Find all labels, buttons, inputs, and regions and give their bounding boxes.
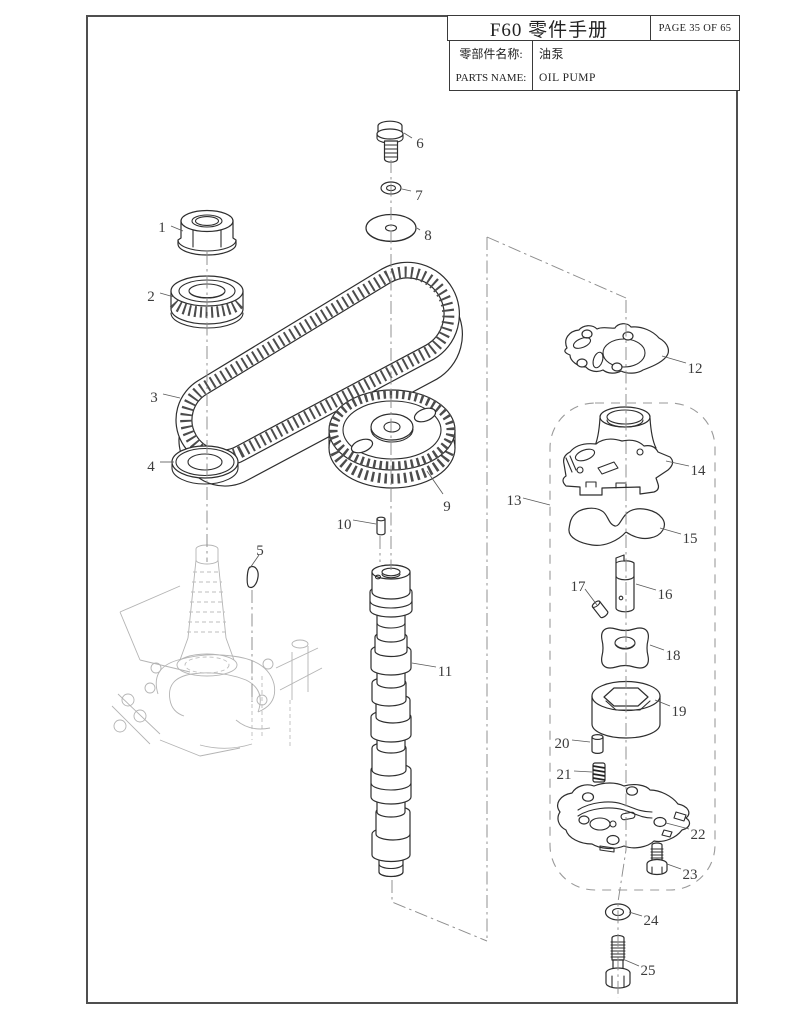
part-label-10: 10 (337, 517, 352, 533)
part-1-flange-nut (177, 209, 237, 256)
part-leader-10 (352, 519, 377, 525)
part-leader-6 (403, 132, 413, 139)
part-leader-8 (416, 227, 421, 231)
header-part-name-cn-row: 零部件名称: 油泵 (449, 41, 740, 67)
part-name-label-cn: 零部件名称: (450, 41, 533, 66)
part-label-9: 9 (443, 499, 451, 515)
part-leader-15 (659, 527, 682, 535)
part-label-14: 14 (691, 463, 707, 479)
header-part-name-en-row: PARTS NAME: OIL PUMP (449, 66, 740, 91)
part-12-pump-gasket (564, 323, 669, 374)
part-leader-22 (665, 822, 690, 830)
part-leader-9 (426, 470, 444, 495)
part-9-camshaft-pulley (328, 389, 456, 489)
part-label-6: 6 (416, 136, 424, 152)
part-25-mount-bolt (605, 934, 631, 989)
part-leader-7 (401, 188, 412, 192)
engine-block-sketch (111, 544, 323, 757)
part-23-cover-bolt (646, 842, 668, 876)
part-11-camshaft (369, 564, 413, 878)
part-2-drive-pulley (169, 275, 245, 329)
part-leader-25 (624, 959, 640, 967)
part-name-label-en: PARTS NAME: (450, 66, 533, 90)
part-5-woodruff-key (246, 565, 259, 589)
part-leader-21 (573, 770, 593, 773)
part-leader-12 (661, 355, 687, 364)
part-leader-2 (159, 292, 175, 298)
part-label-7: 7 (415, 188, 423, 204)
part-labels-layer: 1234567891011121314151617181920212223242… (147, 132, 707, 979)
part-leader-11 (411, 662, 437, 668)
part-leader-1 (170, 225, 184, 232)
part-label-2: 2 (147, 289, 155, 305)
part-6-flange-bolt (376, 120, 404, 163)
part-21-relief-valve-spring (592, 762, 606, 783)
part-leader-13 (522, 497, 551, 506)
part-label-12: 12 (688, 361, 703, 377)
part-name-value-cn: 油泵 (539, 47, 565, 61)
part-leader-24 (628, 911, 643, 917)
part-label-22: 22 (691, 827, 706, 843)
page-indicator: PAGE 35 OF 65 (650, 16, 739, 40)
part-leader-23 (666, 863, 682, 870)
part-label-11: 11 (438, 664, 452, 680)
manual-title: F60 零件手册 (489, 19, 609, 41)
header-title-row: F60 零件手册 PAGE 35 OF 65 (447, 15, 740, 41)
part-18-inner-rotor (601, 627, 649, 669)
part-label-24: 24 (644, 913, 660, 929)
part-20-relief-valve-pin (591, 734, 604, 754)
part-15-pump-seal-gasket (568, 507, 665, 546)
part-name-value-en: OIL PUMP (539, 72, 596, 84)
part-label-4: 4 (147, 459, 155, 475)
part-leader-14 (665, 460, 690, 467)
part-16-pump-shaft (615, 554, 635, 613)
part-label-20: 20 (555, 736, 570, 752)
part-label-16: 16 (658, 587, 674, 603)
part-label-17: 17 (571, 579, 587, 595)
part-label-8: 8 (424, 228, 432, 244)
part-13-oil-pump-assembly-boundary (549, 402, 716, 891)
part-17-drive-pin (591, 600, 609, 619)
part-label-13: 13 (507, 493, 522, 509)
part-3-timing-belt (175, 261, 464, 487)
part-leader-3 (162, 393, 181, 399)
part-label-1: 1 (158, 220, 166, 236)
part-leader-17 (584, 588, 598, 606)
part-leader-18 (649, 644, 665, 651)
part-10-dowel-pin (376, 516, 386, 536)
centerlines (206, 160, 627, 998)
part-label-15: 15 (683, 531, 698, 547)
part-label-3: 3 (150, 390, 158, 406)
part-label-23: 23 (683, 867, 698, 883)
part-label-21: 21 (557, 767, 572, 783)
page-border (86, 15, 738, 1004)
part-label-18: 18 (666, 648, 681, 664)
part-leader-5 (249, 554, 260, 569)
part-22-pump-cover (557, 782, 691, 853)
part-label-5: 5 (256, 543, 264, 559)
part-14-pump-body (562, 406, 674, 496)
part-leader-16 (635, 583, 657, 591)
part-leader-19 (654, 699, 671, 707)
part-label-25: 25 (641, 963, 656, 979)
part-label-19: 19 (672, 704, 687, 720)
part-leader-20 (571, 739, 591, 743)
